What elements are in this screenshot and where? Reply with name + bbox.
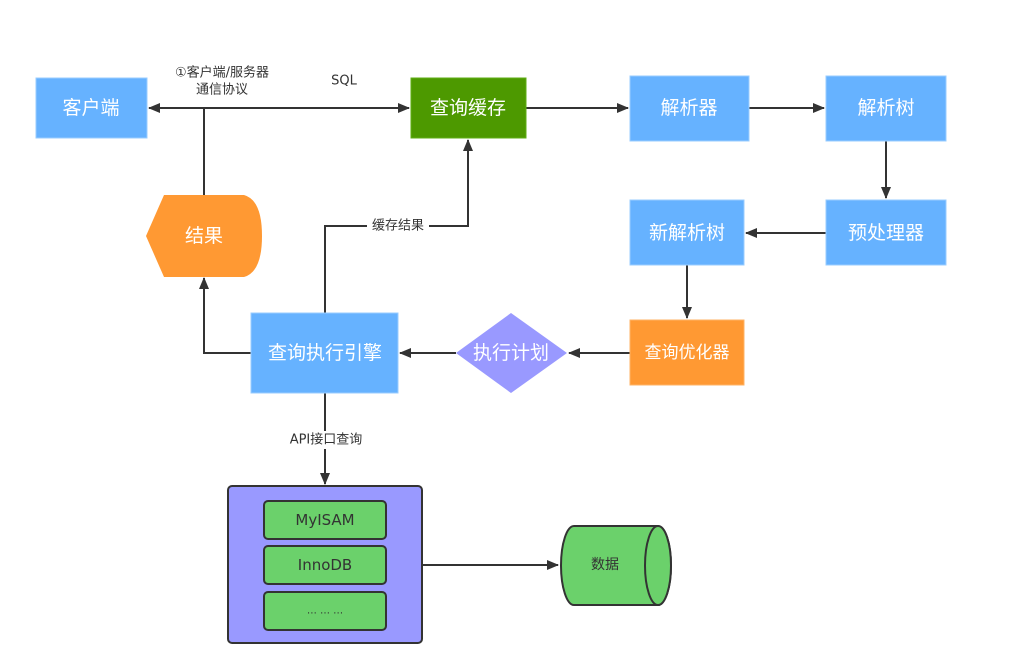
edges <box>148 103 891 570</box>
node-query-execution-engine[interactable]: 查询执行引擎 <box>250 312 399 394</box>
parse-tree-label: 解析树 <box>857 97 914 119</box>
query-cache-box <box>410 77 527 139</box>
query-optimizer-label: 查询优化器 <box>645 343 730 363</box>
node-parse-tree[interactable]: 解析树 <box>825 75 947 142</box>
node-execution-plan[interactable]: 执行计划 <box>456 313 567 393</box>
data-label: 数据 <box>591 557 619 573</box>
client-label: 客户端 <box>62 97 119 119</box>
execution-plan-label: 执行计划 <box>473 342 549 364</box>
query-cache-label: 查询缓存 <box>430 97 506 119</box>
data-cylinder-end <box>644 525 672 606</box>
query-optimizer-box <box>629 319 745 386</box>
cache-result-label: 缓存结果 <box>372 219 424 234</box>
node-query-optimizer[interactable]: 查询优化器 <box>629 319 745 386</box>
node-new-parse-tree[interactable]: 新解析树 <box>629 199 745 266</box>
api-query-label: API接口查询 <box>290 432 363 448</box>
result-label: 结果 <box>185 225 223 247</box>
new-parse-tree-label: 新解析树 <box>649 222 725 244</box>
node-parser[interactable]: 解析器 <box>629 75 750 142</box>
api-query-label-bg <box>282 431 370 449</box>
other-engines-label: … … … <box>307 606 343 617</box>
execution-plan-diamond <box>456 313 567 393</box>
result-shape <box>146 195 262 277</box>
parse-tree-box <box>825 75 947 142</box>
innodb-label: InnoDB <box>298 556 352 574</box>
node-storage-engines[interactable]: MyISAM InnoDB … … … <box>227 485 423 644</box>
preprocessor-box <box>825 199 947 266</box>
client-box <box>35 77 148 139</box>
edge-engine-result <box>199 277 251 354</box>
storage-engine-other[interactable]: … … … <box>263 591 387 631</box>
preprocessor-label: 预处理器 <box>848 222 924 244</box>
node-preprocessor[interactable]: 预处理器 <box>825 199 947 266</box>
node-query-cache[interactable]: 查询缓存 <box>410 77 527 139</box>
protocol-label-line2: 通信协议 <box>196 83 248 98</box>
query-execution-engine-label: 查询执行引擎 <box>268 342 382 364</box>
sql-label: SQL <box>331 74 357 89</box>
innodb-box <box>263 545 387 585</box>
storage-engine-myisam[interactable]: MyISAM <box>263 500 387 540</box>
node-result[interactable]: 结果 <box>146 195 262 277</box>
node-client[interactable]: 客户端 <box>35 77 148 139</box>
parser-box <box>629 75 750 142</box>
query-execution-engine-box <box>250 312 399 394</box>
protocol-label-line1: ①客户端/服务器 <box>175 65 269 81</box>
myisam-box <box>263 500 387 540</box>
node-data[interactable]: 数据 <box>560 525 672 606</box>
storage-engine-innodb[interactable]: InnoDB <box>263 545 387 585</box>
protocol-label-bg <box>166 64 280 98</box>
myisam-label: MyISAM <box>295 511 354 529</box>
parser-label: 解析器 <box>660 97 717 119</box>
cache-result-label-bg <box>367 218 429 234</box>
other-engines-box <box>263 591 387 631</box>
new-parse-tree-box <box>629 199 745 266</box>
